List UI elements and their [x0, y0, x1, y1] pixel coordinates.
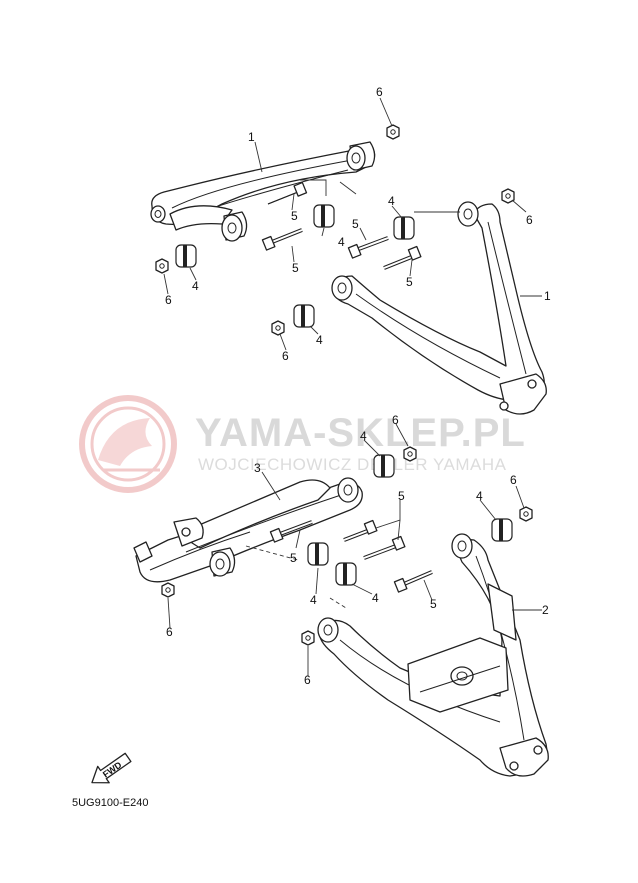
diagram-code: 5UG9100-E240: [72, 797, 148, 809]
watermark-subtitle: WOJCIECHOWICZ DEALER YAMAHA: [198, 455, 507, 474]
nut-4: [271, 320, 285, 336]
callout-5-bolt: 5: [430, 597, 437, 611]
callout-4-bushing: 4: [372, 591, 379, 605]
watermark-title: YAMA-SKLEP.PL: [195, 411, 526, 455]
upper-arm-rear: [150, 141, 376, 242]
nut-6: [519, 506, 533, 522]
callout-5-bolt: 5: [291, 209, 298, 223]
bushing-6: [307, 542, 329, 566]
bushing-2: [313, 204, 335, 228]
callout-5-bolt: 5: [398, 489, 405, 503]
bolt-2: [261, 228, 303, 251]
callout-4-bushing: 4: [360, 429, 367, 443]
callout-3-lower-arm-rear: 3: [254, 461, 261, 475]
callout-5-bolt: 5: [292, 261, 299, 275]
nut-2: [501, 188, 515, 204]
bushing-8: [491, 518, 513, 542]
upper-arm-front: [331, 201, 547, 415]
callout-5-bolt: 5: [406, 275, 413, 289]
bolts: [261, 181, 433, 593]
nut-3: [155, 258, 169, 274]
lower-arm-front: [317, 533, 549, 777]
callout-2-lower-arm-front: 2: [542, 603, 549, 617]
bushing-4: [293, 304, 315, 328]
nuts: [155, 124, 533, 646]
bolt-3: [347, 236, 389, 259]
callout-6-nut: 6: [282, 349, 289, 363]
lower-arm-rear: [133, 477, 363, 583]
bolt-7: [363, 535, 406, 560]
bolt-1: [267, 181, 308, 205]
callout-1-upper-arm-rear: 1: [248, 130, 255, 144]
watermark-logo-icon: [79, 395, 177, 493]
bolt-4: [383, 245, 422, 270]
bushings: [175, 204, 513, 586]
callout-4-bushing: 4: [338, 235, 345, 249]
callout-6-nut: 6: [166, 625, 173, 639]
bushing-1: [175, 244, 197, 268]
watermark: YAMA-SKLEP.PL WOJCIECHOWICZ DEALER YAMAH…: [79, 395, 526, 493]
callout-4-bushing: 4: [316, 333, 323, 347]
nut-7: [161, 582, 175, 598]
callout-4-bushing: 4: [192, 279, 199, 293]
callout-4-bushing: 4: [476, 489, 483, 503]
callout-6-nut: 6: [392, 413, 399, 427]
callout-1-upper-arm-front: 1: [544, 289, 551, 303]
callouts: 1 1 2 3 4 4 4 4 4 4 4 4 4 5 5 5 5 5 5 5 …: [165, 85, 551, 687]
fwd-arrow-icon: FWD: [91, 752, 132, 784]
nut-8: [301, 630, 315, 646]
callout-4-bushing: 4: [388, 194, 395, 208]
callout-6-nut: 6: [165, 293, 172, 307]
callout-6-nut: 6: [304, 673, 311, 687]
bolt-5: [269, 520, 313, 543]
callout-5-bolt: 5: [352, 217, 359, 231]
callout-6-nut: 6: [376, 85, 383, 99]
callout-4-bushing: 4: [310, 593, 317, 607]
leader-lines: [163, 97, 542, 676]
nut-5: [403, 446, 417, 462]
bushing-3: [393, 216, 415, 240]
callout-6-nut: 6: [526, 213, 533, 227]
callout-6-nut: 6: [510, 473, 517, 487]
bushing-5: [373, 454, 395, 478]
callout-5-bolt: 5: [290, 551, 297, 565]
nut-1: [386, 124, 400, 140]
bolt-6: [343, 519, 378, 542]
bolt-8: [393, 570, 433, 593]
bushing-7: [335, 562, 357, 586]
